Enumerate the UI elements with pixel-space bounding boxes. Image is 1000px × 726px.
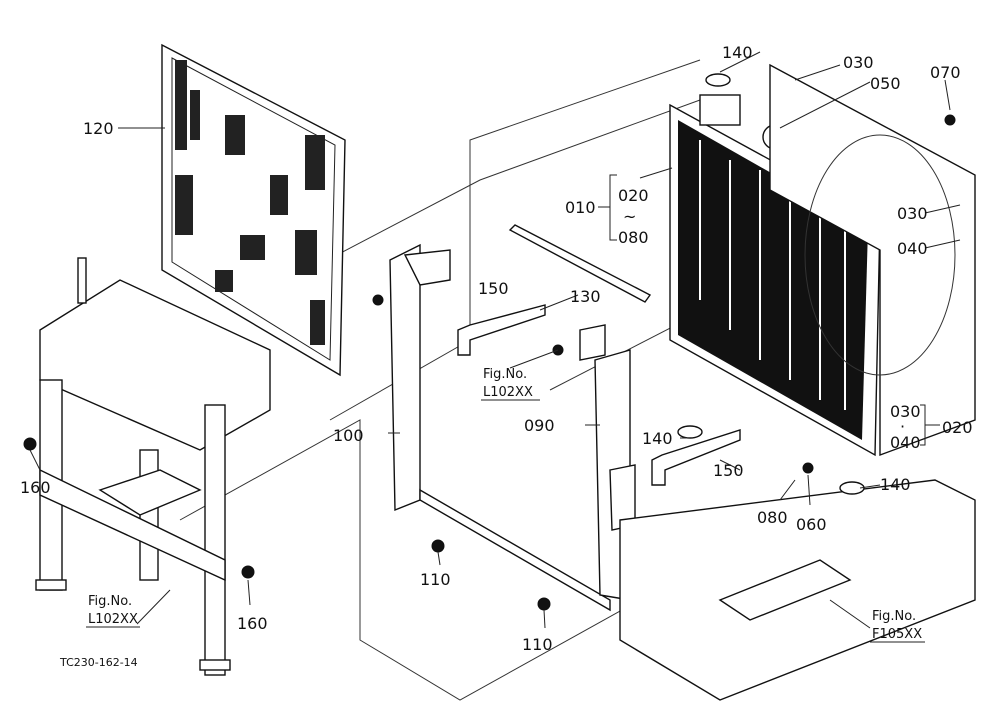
- label-030-low: 030: [890, 402, 921, 421]
- bracket-150-upper: [457, 304, 546, 356]
- label-130: 130: [570, 287, 601, 306]
- label-090: 090: [524, 416, 555, 435]
- label-030-mid: 030: [897, 204, 928, 223]
- fig-ref-1-value: L102XX: [483, 385, 533, 400]
- fig-ref-2-label: Fig.No.: [88, 594, 132, 609]
- rubber-mounts: [677, 73, 865, 495]
- label-120: 120: [83, 119, 114, 138]
- bolts: [23, 114, 956, 611]
- side-plate-100: [389, 243, 611, 612]
- drawing-code: TC230-162-14: [59, 656, 138, 669]
- label-080-range: 080: [618, 228, 649, 247]
- label-tilde: ~: [623, 207, 636, 226]
- left-support-frame: [35, 257, 271, 676]
- part-number-labels: 120 140 030 050 070 020 ~ 080 010 030 04…: [20, 43, 973, 654]
- label-140-mid: 140: [642, 429, 673, 448]
- label-100: 100: [333, 426, 364, 445]
- label-dot: ·: [900, 417, 905, 436]
- label-020-right: 020: [942, 418, 973, 437]
- label-140-right: 140: [880, 475, 911, 494]
- fig-ref-2-value: L102XX: [88, 612, 138, 627]
- label-040-low: 040: [890, 433, 921, 452]
- leader-lines: [29, 51, 961, 629]
- label-150-upper: 150: [478, 279, 509, 298]
- label-020-top: 020: [618, 186, 649, 205]
- label-010: 010: [565, 198, 596, 217]
- label-070: 070: [930, 63, 961, 82]
- label-150-lower: 150: [713, 461, 744, 480]
- fig-ref-3-label: Fig.No.: [872, 609, 916, 624]
- label-030-top: 030: [843, 53, 874, 72]
- label-110-a: 110: [420, 570, 451, 589]
- label-080-low: 080: [757, 508, 788, 527]
- label-050: 050: [870, 74, 901, 93]
- stay-bar-130: [508, 224, 652, 303]
- bracket-150-lower: [651, 429, 741, 486]
- label-060: 060: [796, 515, 827, 534]
- label-110-b: 110: [522, 635, 553, 654]
- figure-references: Fig.No. L102XX Fig.No. L102XX Fig.No. F1…: [86, 367, 925, 643]
- radiator-screen: [161, 43, 346, 377]
- fig-ref-3-value: F105XX: [872, 627, 922, 642]
- fig-ref-1-label: Fig.No.: [483, 367, 527, 382]
- label-160-left: 160: [20, 478, 51, 497]
- label-040-mid: 040: [897, 239, 928, 258]
- label-160-right: 160: [237, 614, 268, 633]
- label-140-top: 140: [722, 43, 753, 62]
- fan-shroud: [769, 63, 976, 457]
- lower-frame: [619, 479, 976, 701]
